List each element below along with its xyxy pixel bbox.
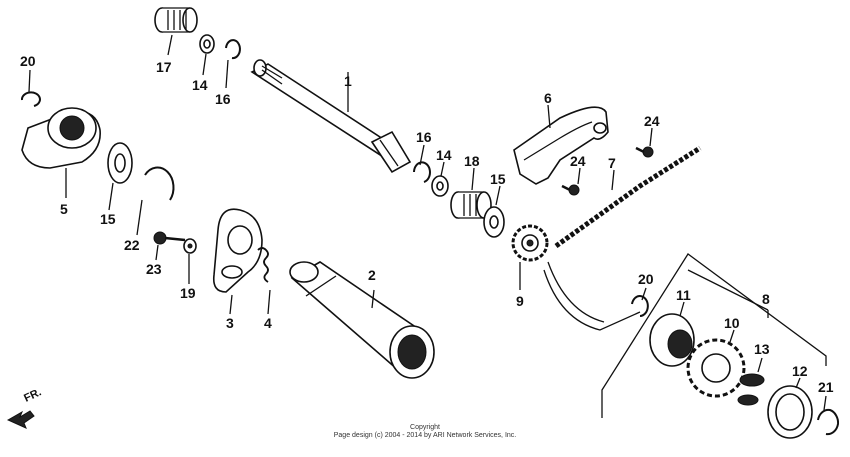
copyright-line-1: Copyright (410, 424, 440, 431)
label-16-mid: 16 (416, 129, 432, 145)
spring-4[interactable] (257, 247, 269, 283)
label-10: 10 (724, 315, 740, 331)
label-3: 3 (226, 315, 234, 331)
direction-label: FR. (22, 386, 43, 404)
thrust-washer-15-mid[interactable] (483, 206, 505, 238)
label-4: 4 (264, 315, 272, 331)
needle-bearing-17[interactable] (154, 7, 198, 33)
circlip-20-left[interactable] (20, 91, 41, 107)
circlip-21[interactable] (817, 409, 839, 436)
front-direction-indicator: FR. (6, 386, 43, 429)
label-9: 9 (516, 293, 524, 309)
label-14-top: 14 (192, 77, 208, 93)
sprocket-9[interactable] (511, 224, 549, 262)
bolt-24-top[interactable] (635, 146, 654, 158)
hub-11[interactable] (649, 313, 695, 367)
label-15-mid: 15 (490, 171, 506, 187)
washer-12[interactable] (767, 385, 813, 439)
label-14-mid: 14 (436, 147, 452, 163)
thrust-washer-15-left[interactable] (107, 142, 133, 184)
label-6: 6 (544, 90, 552, 106)
label-20-left: 20 (20, 53, 36, 69)
label-23: 23 (146, 261, 162, 277)
tube-2[interactable] (289, 261, 435, 379)
label-8: 8 (762, 291, 770, 307)
label-17: 17 (156, 59, 172, 75)
sprocket-10[interactable] (686, 338, 746, 398)
label-24-bottom: 24 (570, 153, 586, 169)
circlip-16-mid[interactable] (413, 161, 431, 183)
label-15-left: 15 (100, 211, 116, 227)
needle-bearing-18[interactable] (450, 191, 492, 219)
label-20-right: 20 (638, 271, 654, 287)
label-13: 13 (754, 341, 770, 357)
label-21: 21 (818, 379, 834, 395)
label-5: 5 (60, 201, 68, 217)
copyright-line-2: Page design (c) 2004 - 2014 by ARI Netwo… (333, 432, 517, 439)
washer-14-mid[interactable] (431, 175, 449, 197)
plate-3[interactable] (212, 208, 263, 293)
label-19: 19 (180, 285, 196, 301)
circlip-16-top[interactable] (225, 39, 241, 60)
bolt-24-bottom[interactable] (561, 184, 580, 196)
label-7: 7 (608, 155, 616, 171)
chain-7[interactable] (543, 145, 702, 331)
circlip-20-right[interactable] (631, 295, 649, 317)
bolt-23[interactable] (153, 231, 186, 245)
spring-clip-22[interactable] (144, 166, 175, 201)
chain-guide-6[interactable] (513, 106, 609, 185)
rollers-13[interactable] (737, 373, 765, 406)
label-2: 2 (368, 267, 376, 283)
label-12: 12 (792, 363, 808, 379)
housing-5[interactable] (21, 107, 101, 169)
washer-14-top[interactable] (199, 34, 215, 54)
label-11: 11 (676, 287, 691, 303)
washer-19[interactable] (183, 238, 197, 254)
shaft-1[interactable] (250, 59, 412, 174)
label-22: 22 (124, 237, 140, 253)
label-16-top: 16 (215, 91, 231, 107)
label-1: 1 (344, 73, 352, 89)
label-18: 18 (464, 153, 480, 169)
assembly-8-frame (601, 253, 827, 418)
label-24-top: 24 (644, 113, 660, 129)
